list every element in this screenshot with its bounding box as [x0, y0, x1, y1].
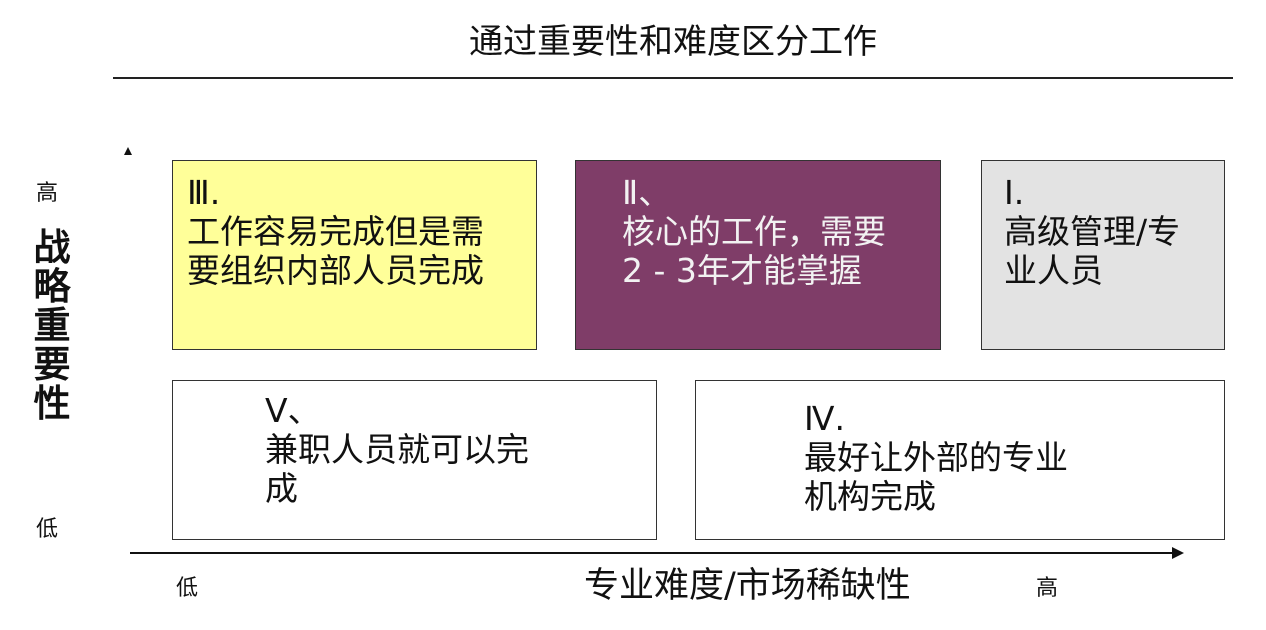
y-axis-title-char: 要: [33, 343, 71, 386]
box-text-line: 业人员: [1004, 251, 1103, 290]
y-axis-title-char: 略: [33, 265, 71, 308]
box-text-line: 工作容易完成但是需: [187, 212, 484, 251]
title-underline: [113, 77, 1233, 79]
y-axis-high-label: 高: [36, 181, 59, 206]
diagram-title: 通过重要性和难度区分工作: [469, 22, 877, 62]
y-axis-title-char: 战: [33, 226, 71, 269]
box-numeral: Ⅲ.: [187, 173, 221, 212]
quadrant-box-ii: Ⅱ、 核心的工作，需要 2 - 3年才能掌握: [575, 160, 941, 350]
x-axis-arrow-icon: [1172, 547, 1184, 559]
box-text-line: 最好让外部的专业: [804, 438, 1068, 477]
box-text-line: 要组织内部人员完成: [187, 251, 484, 290]
y-axis-arrow-icon: [124, 147, 132, 155]
box-text-line: 机构完成: [804, 477, 936, 516]
box-text-line: 成: [265, 469, 298, 508]
box-numeral: Ⅱ、: [622, 173, 672, 212]
y-axis-title: 战 略 重 要 性: [30, 228, 74, 423]
quadrant-box-iv: Ⅳ. 最好让外部的专业 机构完成: [695, 380, 1225, 540]
box-text-line: 核心的工作，需要: [622, 212, 886, 251]
box-text-line: 兼职人员就可以完: [265, 430, 529, 469]
box-text-line: 2 - 3年才能掌握: [622, 251, 862, 290]
y-axis-title-char: 重: [33, 304, 71, 347]
quadrant-box-iii: Ⅲ. 工作容易完成但是需 要组织内部人员完成: [172, 160, 537, 350]
x-axis-low-label: 低: [176, 576, 199, 601]
box-numeral: Ⅰ.: [1004, 173, 1025, 212]
quadrant-box-v: Ⅴ、 兼职人员就可以完 成: [172, 380, 657, 540]
y-axis-title-char: 性: [33, 382, 71, 425]
box-text-line: 高级管理/专: [1004, 212, 1181, 251]
quadrant-box-i: Ⅰ. 高级管理/专 业人员: [981, 160, 1225, 350]
x-axis-title: 专业难度/市场稀缺性: [584, 566, 911, 606]
box-numeral: Ⅴ、: [265, 391, 321, 430]
x-axis-line: [130, 552, 1178, 554]
x-axis-high-label: 高: [1036, 576, 1059, 601]
box-numeral: Ⅳ.: [804, 399, 845, 438]
y-axis-low-label: 低: [36, 517, 59, 542]
